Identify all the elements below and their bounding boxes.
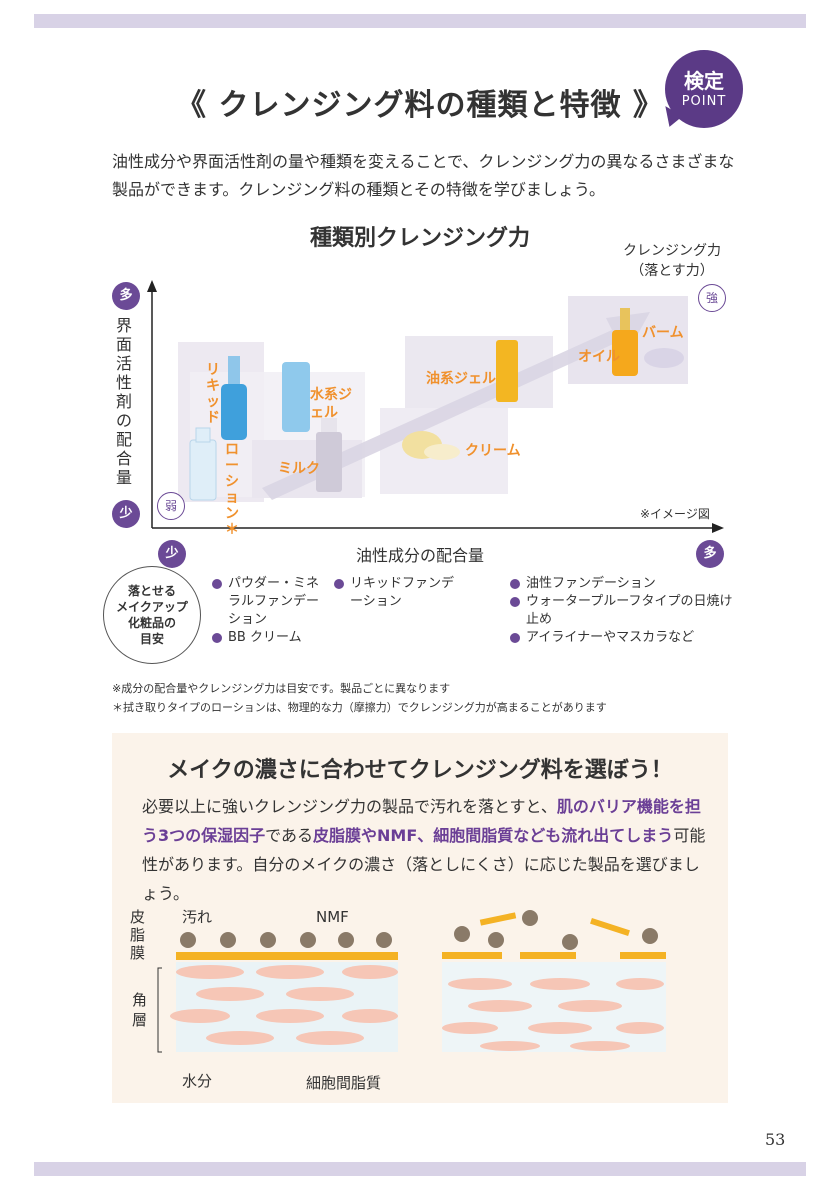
sebum-layer <box>176 952 398 960</box>
tip-panel-title: メイクの濃さに合わせてクレンジング料を選ぼう！ <box>167 758 673 783</box>
bottom-band <box>34 1162 806 1176</box>
y-low-marker: 少 <box>112 500 140 528</box>
product-oil-gel: 油系ジェル <box>426 371 496 387</box>
y-axis-label: 界面活性剤の配合量 <box>115 316 132 487</box>
healthy-skin-diagram <box>157 932 398 1053</box>
power-strong-marker: 強 <box>698 284 726 312</box>
oil-gel-tube <box>496 340 518 402</box>
guide-line-2: メイクアップ <box>116 600 188 614</box>
x-low-marker: 少 <box>158 540 186 568</box>
nmf-label: NMF <box>316 908 349 926</box>
chart-graphic <box>147 280 724 533</box>
dirt-label: 汚れ <box>182 908 213 926</box>
legend-item: 油性ファンデーション <box>510 575 740 593</box>
legend-item: アイライナーやマスカラなど <box>510 629 740 647</box>
exam-point-badge: 検定 POINT <box>665 50 743 128</box>
product-lotion: ローション＊ <box>225 442 239 538</box>
makeup-guide-circle: 落とせる メイクアップ 化粧品の 目安 <box>103 566 201 664</box>
chart-title: 種類別クレンジング力 <box>309 226 530 251</box>
product-water-gel: 水系ジェル <box>310 387 352 421</box>
legend-item: ウォータープルーフタイプの日焼け止め <box>510 593 740 629</box>
oil-pump <box>620 308 630 330</box>
page-title: 《 クレンジング料の種類と特徴 》 <box>176 88 664 123</box>
cleansing-power-label: クレンジング力 （落とす力） <box>612 241 732 281</box>
liquid-bottle <box>221 384 247 440</box>
liquid-pump <box>228 356 240 384</box>
cleansing-power-arrow <box>262 312 650 500</box>
product-oil: オイル <box>578 349 620 365</box>
y-axis-arrowhead <box>147 280 157 292</box>
oil-bottle <box>612 330 638 376</box>
water-gel-tube <box>282 362 310 432</box>
lotion-cap <box>195 427 211 443</box>
panel-text-part: 可能性があります。自分のメイクの濃さ（落としにくさ）に応じた製品を選びましょう。 <box>142 826 706 903</box>
y-high-marker: 多 <box>112 282 140 310</box>
product-liquid: リキッド <box>206 362 220 426</box>
tip-panel-text: 必要以上に強いクレンジング力の製品で汚れを落とすと、肌のバリア機能を担う3つの保… <box>142 792 712 908</box>
product-cream: クリーム <box>465 443 521 459</box>
badge-bottom-text: POINT <box>681 94 727 109</box>
panel-highlight: 、 <box>417 826 434 845</box>
legend-column-1: パウダー・ミネラルファンデーション BB クリーム <box>212 575 322 647</box>
footnote-1: ※成分の配合量やクレンジング力は目安です。製品ごとに異なります <box>112 682 451 695</box>
power-weak-marker: 弱 <box>157 492 185 520</box>
product-balm: バーム <box>642 325 684 341</box>
x-axis-label: 油性成分の配合量 <box>355 546 484 565</box>
panel-highlight: や <box>361 826 378 845</box>
top-band <box>34 14 806 28</box>
panel-highlight: 肌のバリア機能を担う3つの保湿因子 <box>142 797 701 845</box>
water-label: 水分 <box>182 1072 213 1090</box>
x-high-marker: 多 <box>696 540 724 568</box>
panel-text-part: 必要以上に強いクレンジング力の製品で汚れを落とすと、 <box>142 797 557 816</box>
page-number: 53 <box>765 1130 786 1149</box>
panel-highlight: なども流れ出てしまう <box>513 826 674 845</box>
legend-column-2: リキッドファンデーション <box>334 575 464 611</box>
milk-cap <box>321 418 337 432</box>
legend-item: パウダー・ミネラルファンデーション <box>212 575 322 629</box>
footnote-2: ＊拭き取りタイプのローションは、物理的な力（摩擦力）でクレンジング力が高まること… <box>112 701 607 714</box>
lipid-label: 細胞間脂質 <box>306 1074 382 1092</box>
damaged-skin-diagram <box>442 910 666 1052</box>
balm-jar <box>644 348 684 368</box>
panel-highlight: 皮脂膜 <box>312 826 361 845</box>
guide-line-4: 目安 <box>139 632 164 646</box>
guide-line-3: 化粧品の <box>127 616 176 630</box>
cleansing-power-line2: （落とす力） <box>630 263 714 279</box>
badge-top-text: 検定 <box>684 69 724 93</box>
sebum-label: 皮脂膜 <box>130 908 146 962</box>
legend-item: BB クリーム <box>212 629 322 647</box>
image-note: ※イメージ図 <box>640 507 710 521</box>
cleansing-power-line1: クレンジング力 <box>623 243 721 259</box>
panel-highlight: NMF <box>377 826 418 845</box>
legend-item: リキッドファンデーション <box>334 575 464 611</box>
guide-line-1: 落とせる <box>127 584 176 598</box>
panel-text-part: である <box>265 826 313 845</box>
stratum-bracket <box>157 967 162 1053</box>
stratum-label: 角層 <box>132 991 148 1029</box>
milk-bottle <box>316 432 342 492</box>
cream-jar-lid <box>424 444 460 460</box>
legend-column-3: 油性ファンデーション ウォータープルーフタイプの日焼け止め アイライナーやマスカ… <box>510 575 740 647</box>
panel-highlight: 細胞間脂質 <box>433 826 514 845</box>
product-milk: ミルク <box>278 461 320 477</box>
x-axis-arrowhead <box>712 523 724 533</box>
intro-text: 油性成分や界面活性剤の量や種類を変えることで、クレンジング力の異なるさまざまな製… <box>112 152 735 199</box>
